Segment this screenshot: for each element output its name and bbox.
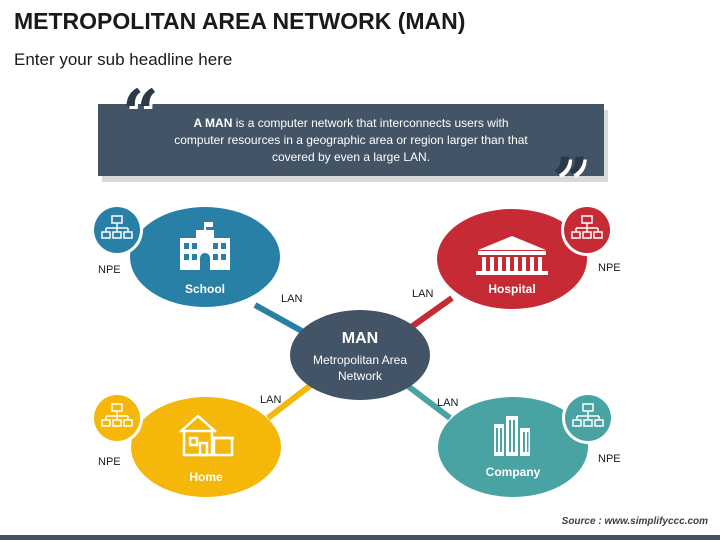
- hospital-node: [437, 209, 587, 309]
- page-subtitle: Enter your sub headline here: [14, 50, 233, 69]
- man-node: [290, 310, 430, 400]
- quote-box: A MAN is a computer network that interco…: [98, 104, 604, 176]
- hospital-npe-network-icon: [571, 215, 603, 239]
- page-title: METROPOLITAN AREA NETWORK (MAN): [14, 8, 466, 34]
- company-label: Company: [485, 465, 541, 479]
- open-quote-icon: “: [122, 76, 159, 151]
- company-npe-network-icon: [572, 403, 604, 427]
- hospital-building-icon: [476, 236, 548, 275]
- hospital-lan-label: LAN: [412, 288, 434, 300]
- school-npe-label: NPE: [98, 264, 121, 276]
- quote-text: A MAN is a computer network that interco…: [171, 115, 531, 166]
- hospital-npe-label: NPE: [598, 262, 621, 274]
- company-lan-label: LAN: [437, 397, 459, 409]
- home-lan-label: LAN: [260, 394, 282, 406]
- man-title: MAN: [341, 330, 379, 347]
- school-npe-network-icon: [101, 215, 133, 239]
- office-tower-icon: [494, 416, 530, 456]
- quote-rest: is a computer network that interconnects…: [174, 115, 528, 164]
- home-label: Home: [189, 470, 223, 484]
- school-label: School: [184, 282, 225, 296]
- house-icon: [179, 414, 234, 457]
- man-subtitle: Metropolitan Area Network: [312, 353, 408, 383]
- school-building-icon: [180, 222, 230, 270]
- home-npe-label: NPE: [98, 456, 121, 468]
- close-quote-icon: ”: [552, 144, 589, 219]
- bottom-bar: [0, 535, 720, 540]
- company-npe-label: NPE: [598, 453, 621, 465]
- school-lan-label: LAN: [281, 293, 303, 305]
- hospital-label: Hospital: [488, 282, 536, 296]
- home-npe-network-icon: [101, 403, 133, 427]
- quote-bold: A MAN: [193, 115, 233, 130]
- source-credit: Source : www.simplifyccc.com: [561, 516, 708, 527]
